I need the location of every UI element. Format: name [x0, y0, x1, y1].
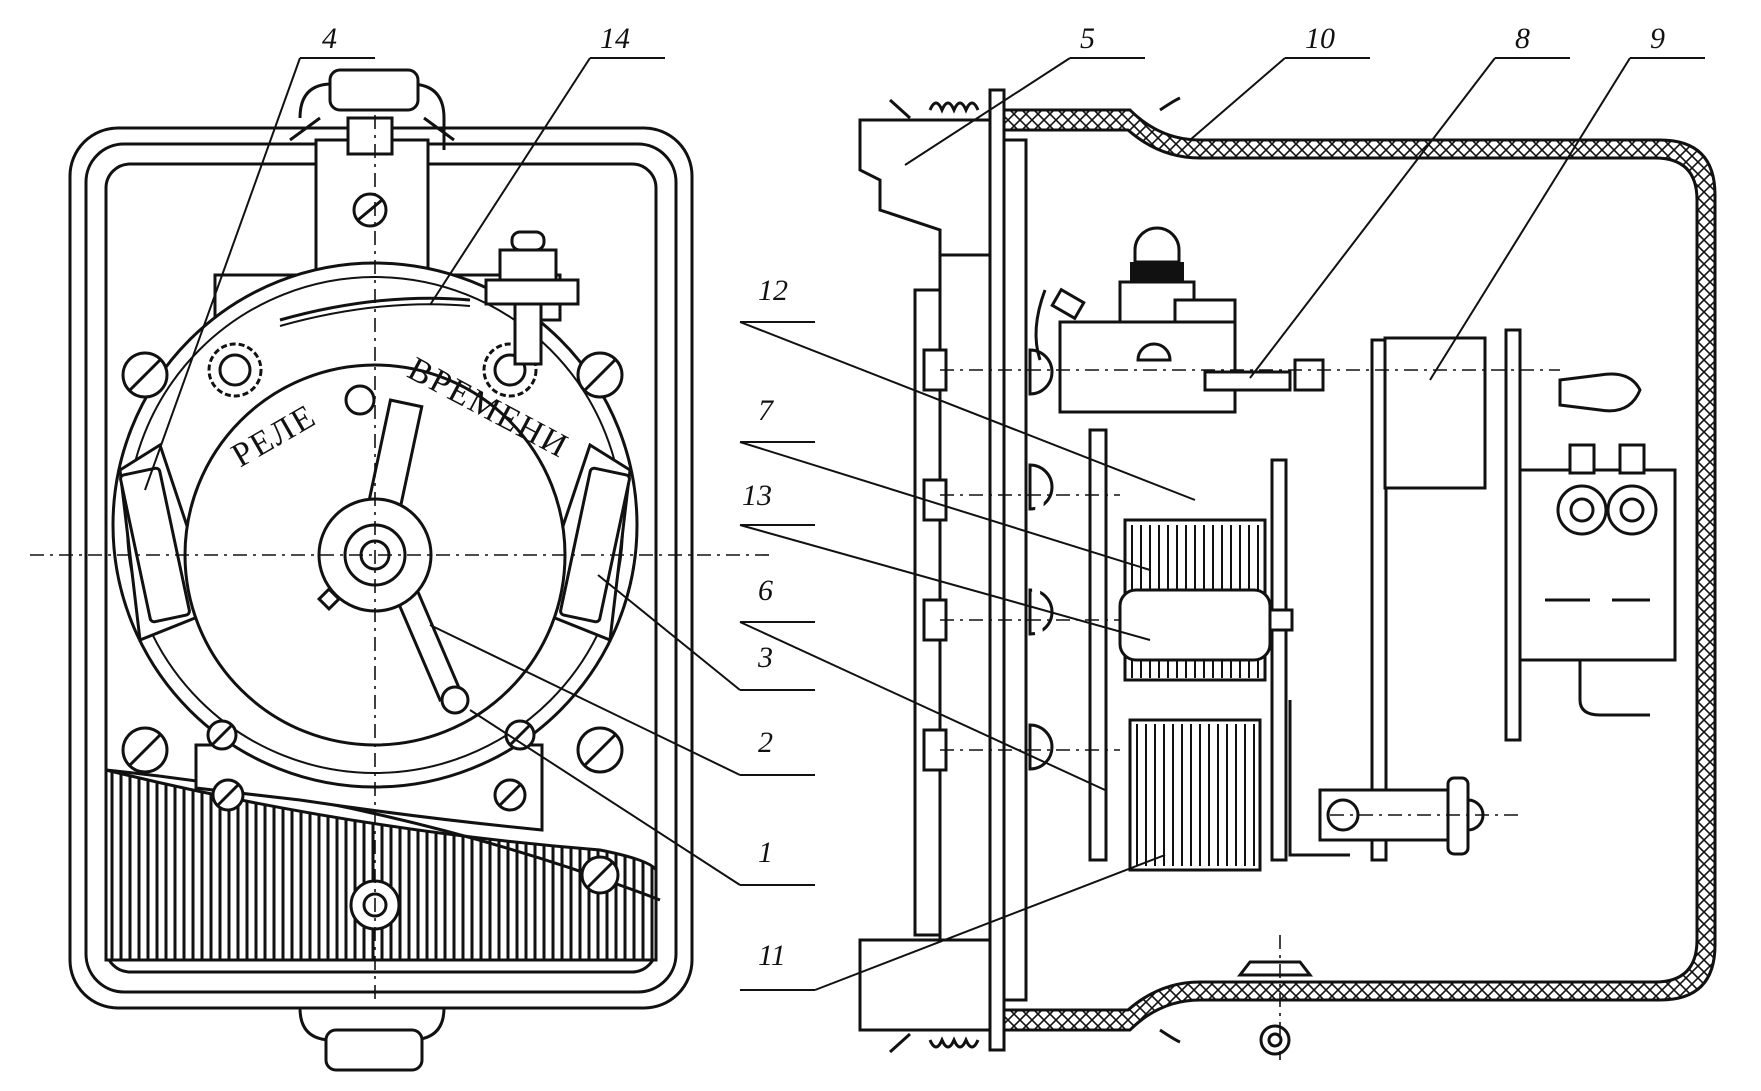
lamination-stack-11 [1128, 718, 1262, 872]
coil-winding-13 [1118, 588, 1272, 662]
contact-post [484, 230, 580, 366]
screw-mid-left [206, 719, 238, 751]
side-view [858, 88, 1717, 1060]
coil-spring-top [888, 98, 980, 120]
callout-14: 14 [600, 22, 630, 55]
front-view: РЕЛЕ ВРЕМЕНИ [30, 68, 770, 1072]
top-bracket [289, 68, 455, 272]
screw-bottom-left [211, 778, 245, 812]
callout-2: 2 [758, 726, 773, 759]
screw-right-upper [576, 351, 624, 399]
callout-10: 10 [1305, 22, 1335, 55]
base-panel-5 [858, 88, 1028, 1052]
callout-1: 1 [758, 836, 773, 869]
callouts: 4 14 3 2 1 5 10 8 9 12 [144, 22, 1705, 991]
callout-6: 6 [758, 574, 773, 607]
bottom-bolt [1236, 960, 1314, 1056]
callout-3: 3 [757, 641, 773, 674]
frame-post-left [1088, 428, 1108, 862]
screw-mid-right [504, 719, 536, 751]
callout-5: 5 [1080, 22, 1095, 55]
screw-bottom-right [493, 778, 527, 812]
screw-right-lower [576, 726, 624, 774]
coil-spring-bottom [888, 1032, 980, 1054]
knurled-nut-left [207, 342, 263, 398]
top-assembly [1034, 226, 1237, 414]
screw-left-upper [121, 351, 169, 399]
terminal-block-9 [1383, 328, 1677, 742]
callout-9: 9 [1650, 22, 1665, 55]
contact-8 [1203, 370, 1292, 392]
callout-7: 7 [758, 394, 775, 427]
bottom-bracket [298, 1007, 446, 1072]
screw-left-lower [121, 726, 169, 774]
callout-12: 12 [758, 274, 788, 307]
callout-13: 13 [742, 479, 772, 512]
screw-right-base [580, 855, 620, 895]
frame-post-right [1270, 458, 1288, 862]
callout-8: 8 [1515, 22, 1530, 55]
screw-top [352, 192, 388, 228]
frame-post-far [1370, 338, 1388, 862]
callout-11: 11 [758, 939, 786, 972]
spring-14 [279, 296, 471, 322]
callout-4: 4 [322, 22, 337, 55]
